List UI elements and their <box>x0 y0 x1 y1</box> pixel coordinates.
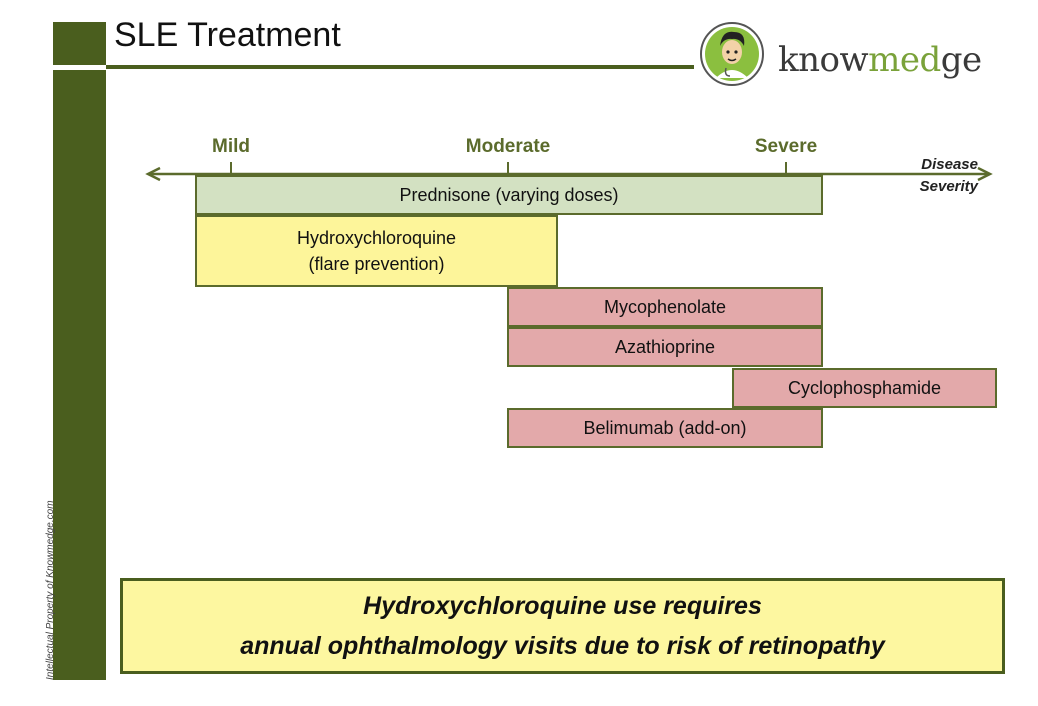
doctor-avatar-icon <box>700 22 764 86</box>
title-underline <box>106 65 694 69</box>
tick-label-moderate: Moderate <box>465 136 551 157</box>
bar-prednisone: Prednisone (varying doses) <box>195 175 823 215</box>
sidebar-top-block <box>53 22 106 65</box>
bar-hydroxychloroquine: Hydroxychloroquine (flare prevention) <box>195 215 558 287</box>
bar-belimumab: Belimumab (add-on) <box>507 408 823 448</box>
knowmedge-logo: knowmedge <box>778 40 982 80</box>
tick-label-severe: Severe <box>754 136 818 157</box>
bar-azathioprine: Azathioprine <box>507 327 823 367</box>
sidebar-bar <box>53 70 106 680</box>
retinopathy-note: Hydroxychloroquine use requires annual o… <box>120 578 1005 674</box>
bar-mycophenolate: Mycophenolate <box>507 287 823 327</box>
tick-label-mild: Mild <box>212 136 250 157</box>
axis-label-disease-severity: Disease Severity <box>919 156 978 195</box>
page-title: SLE Treatment <box>114 16 341 54</box>
bar-cyclophosphamide: Cyclophosphamide <box>732 368 997 408</box>
